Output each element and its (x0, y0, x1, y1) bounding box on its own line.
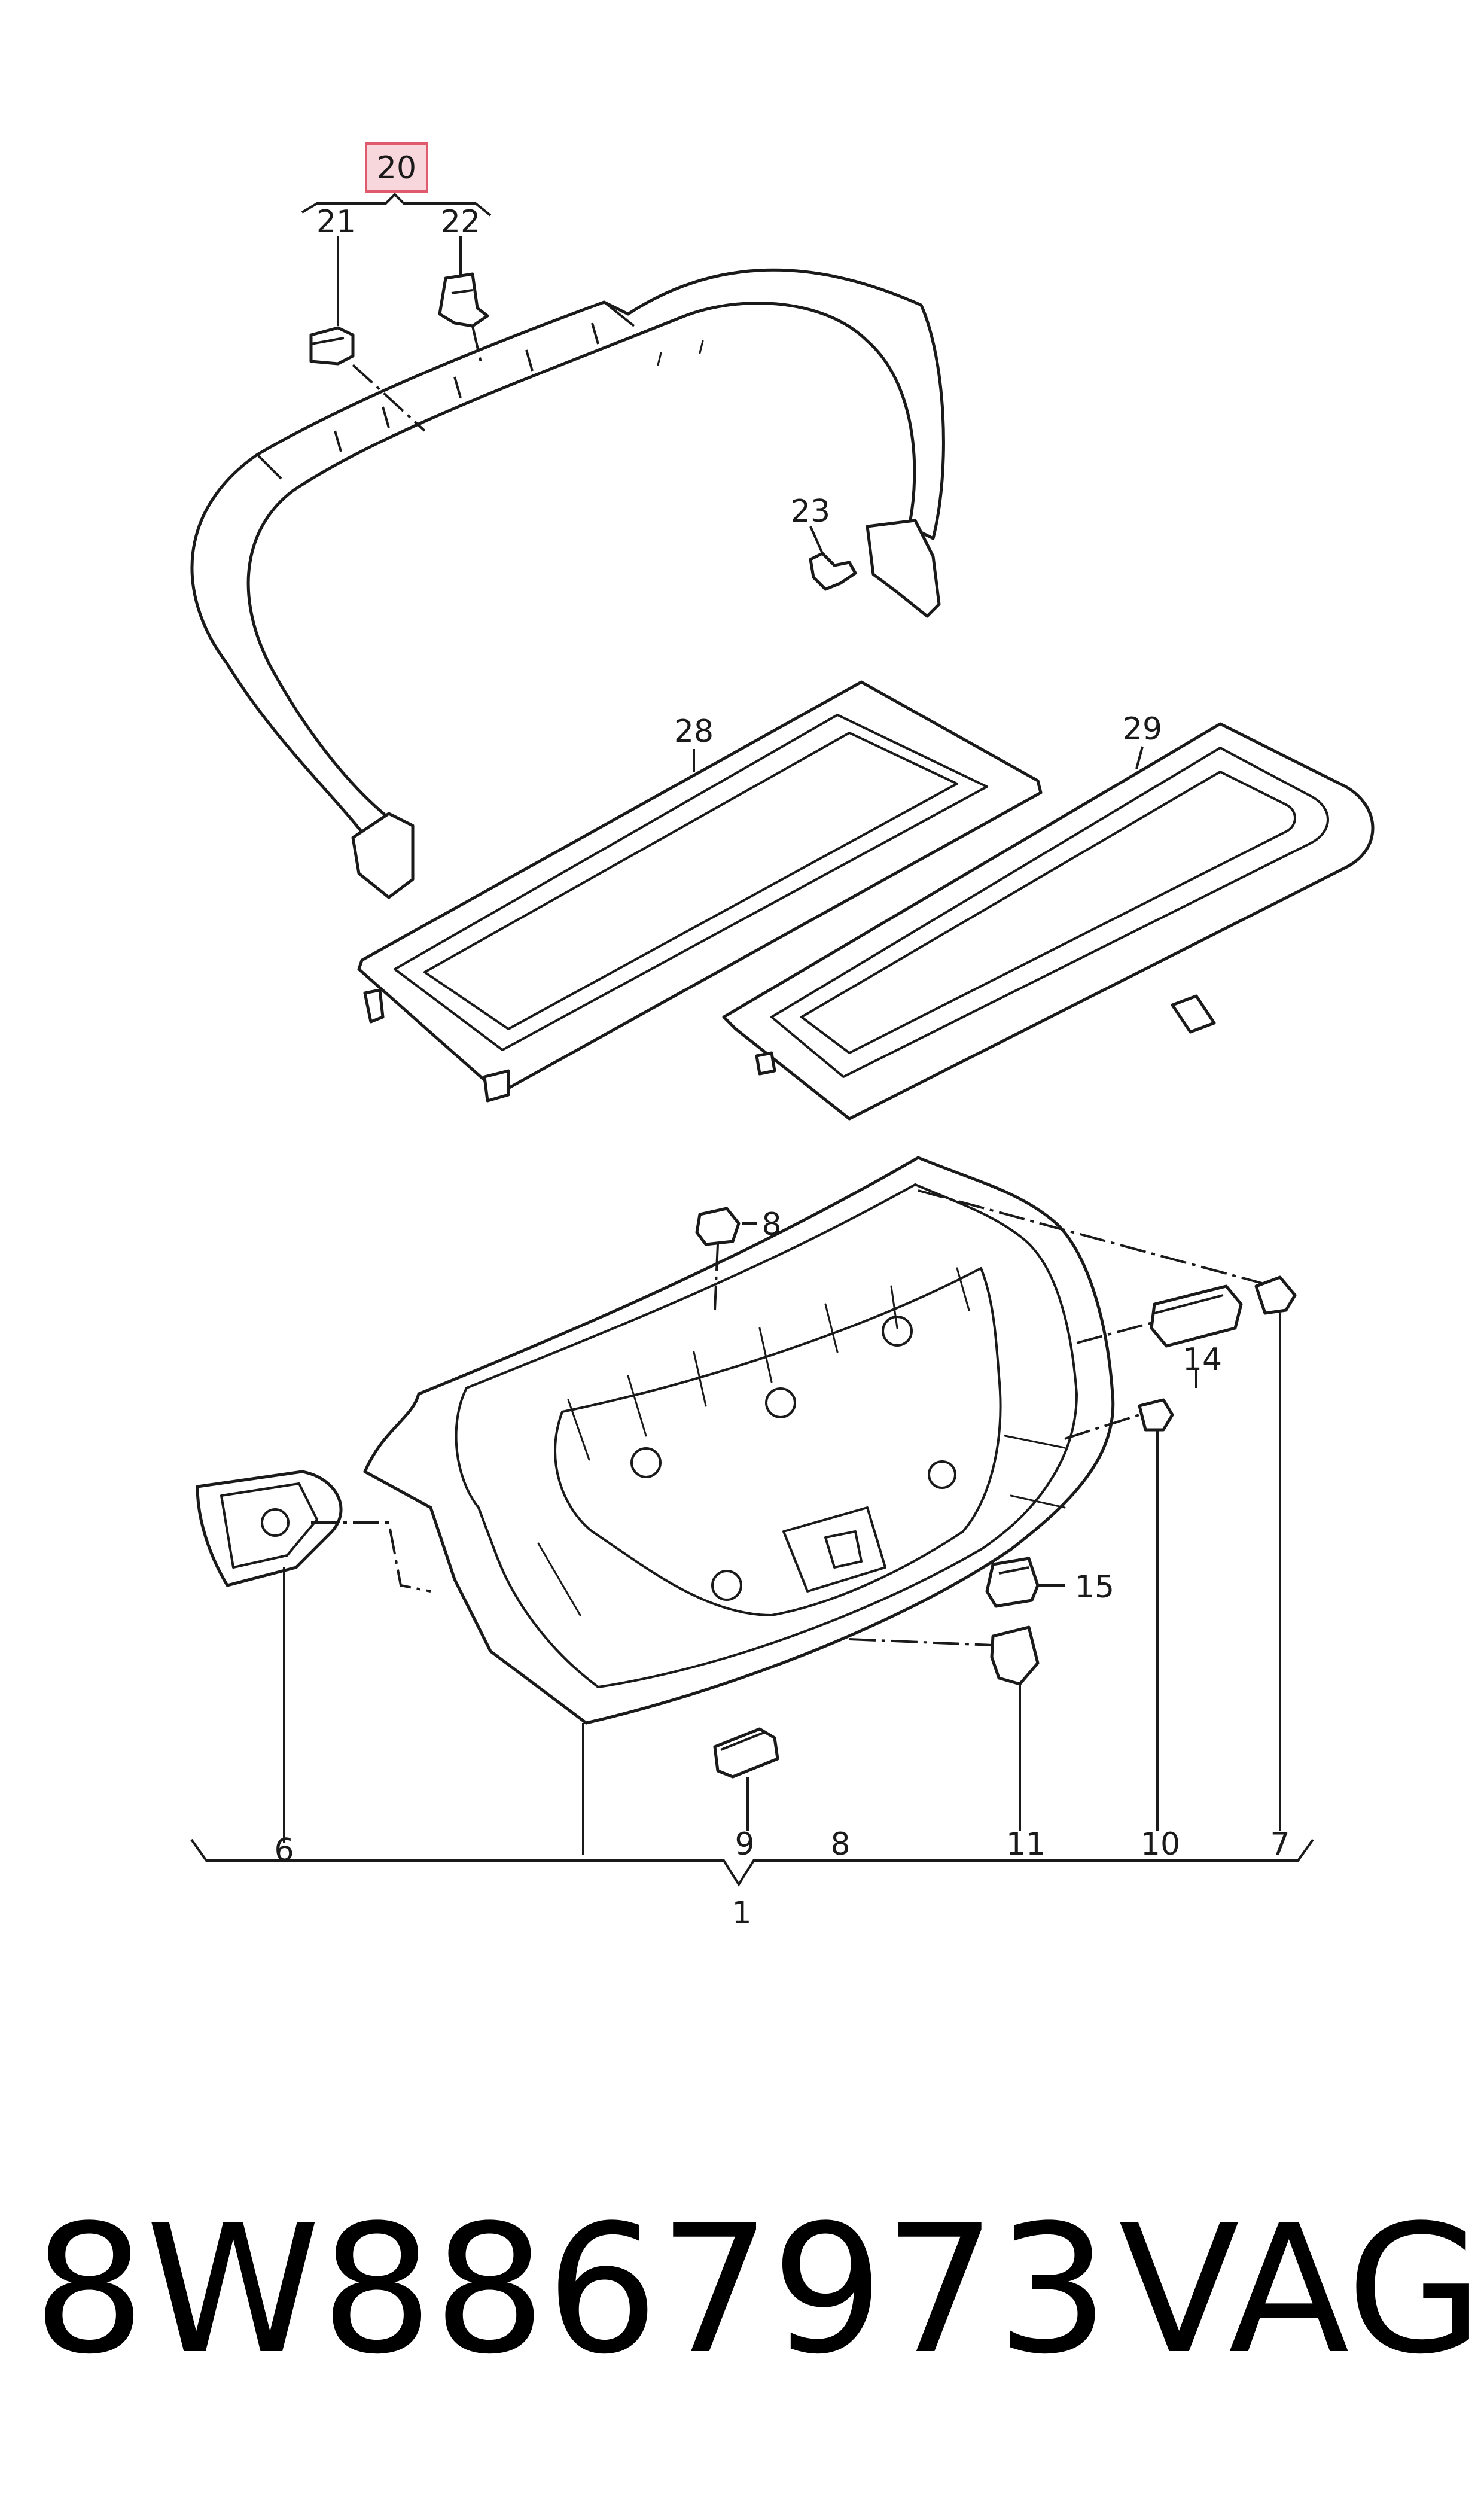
callout-8-bottom: 8 (830, 1826, 850, 1862)
part-9-plug (713, 1727, 779, 1779)
callout-28: 28 (674, 714, 714, 750)
callout-23: 23 (791, 494, 830, 529)
part-28-panel (357, 680, 1043, 1103)
part-number-label: 8W8867973 (33, 2187, 1110, 2393)
callout-29: 29 (1123, 711, 1162, 747)
callout-9: 9 (735, 1826, 754, 1862)
callout-10: 10 (1141, 1826, 1180, 1862)
callout-7: 7 (1270, 1826, 1290, 1862)
part-6-side-cover (196, 1470, 343, 1587)
callout-14: 14 (1183, 1342, 1222, 1378)
part-7-clip (1254, 1275, 1297, 1315)
callout-20-highlight (365, 142, 428, 193)
part-23-bolt (809, 552, 857, 591)
callout-11: 11 (1006, 1826, 1046, 1862)
callout-8-top: 8 (761, 1207, 781, 1243)
callout-22: 22 (441, 204, 480, 240)
part-11-cap (990, 1625, 1040, 1686)
part-1-trunk-lid-liner (363, 1156, 1115, 1725)
callout-21: 21 (316, 204, 356, 240)
part-8-clip-top (695, 1207, 741, 1246)
part-29-panel (722, 722, 1375, 1121)
part-22-bracket (438, 272, 489, 328)
upper-trim-frame (190, 268, 945, 899)
callout-6: 6 (274, 1832, 294, 1868)
part-15-grip (985, 1557, 1040, 1608)
callout-15: 15 (1075, 1569, 1114, 1605)
part-14-handle (1150, 1284, 1243, 1348)
part-21-clip (309, 326, 355, 366)
brand-label: VAG (1119, 2187, 1484, 2393)
part-10-clip (1138, 1398, 1174, 1432)
callout-1: 1 (732, 1895, 751, 1931)
callout-20: 20 (377, 150, 416, 186)
